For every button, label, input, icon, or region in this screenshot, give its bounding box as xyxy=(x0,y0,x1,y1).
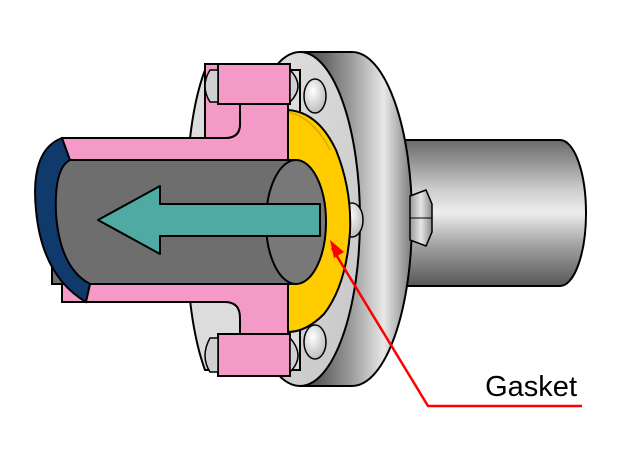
gasket-callout-line xyxy=(330,240,582,408)
bolt-section-top xyxy=(204,63,299,105)
gasket-label: Gasket xyxy=(485,371,577,403)
bolt-head-top xyxy=(303,78,327,114)
right-pipe xyxy=(391,139,587,287)
hex-bolt-icon xyxy=(409,189,433,247)
bolt-head-bottom xyxy=(303,324,327,360)
bolt-section-bottom xyxy=(204,333,299,377)
left-arrow-icon xyxy=(97,185,321,255)
pipe-rim xyxy=(34,136,92,304)
